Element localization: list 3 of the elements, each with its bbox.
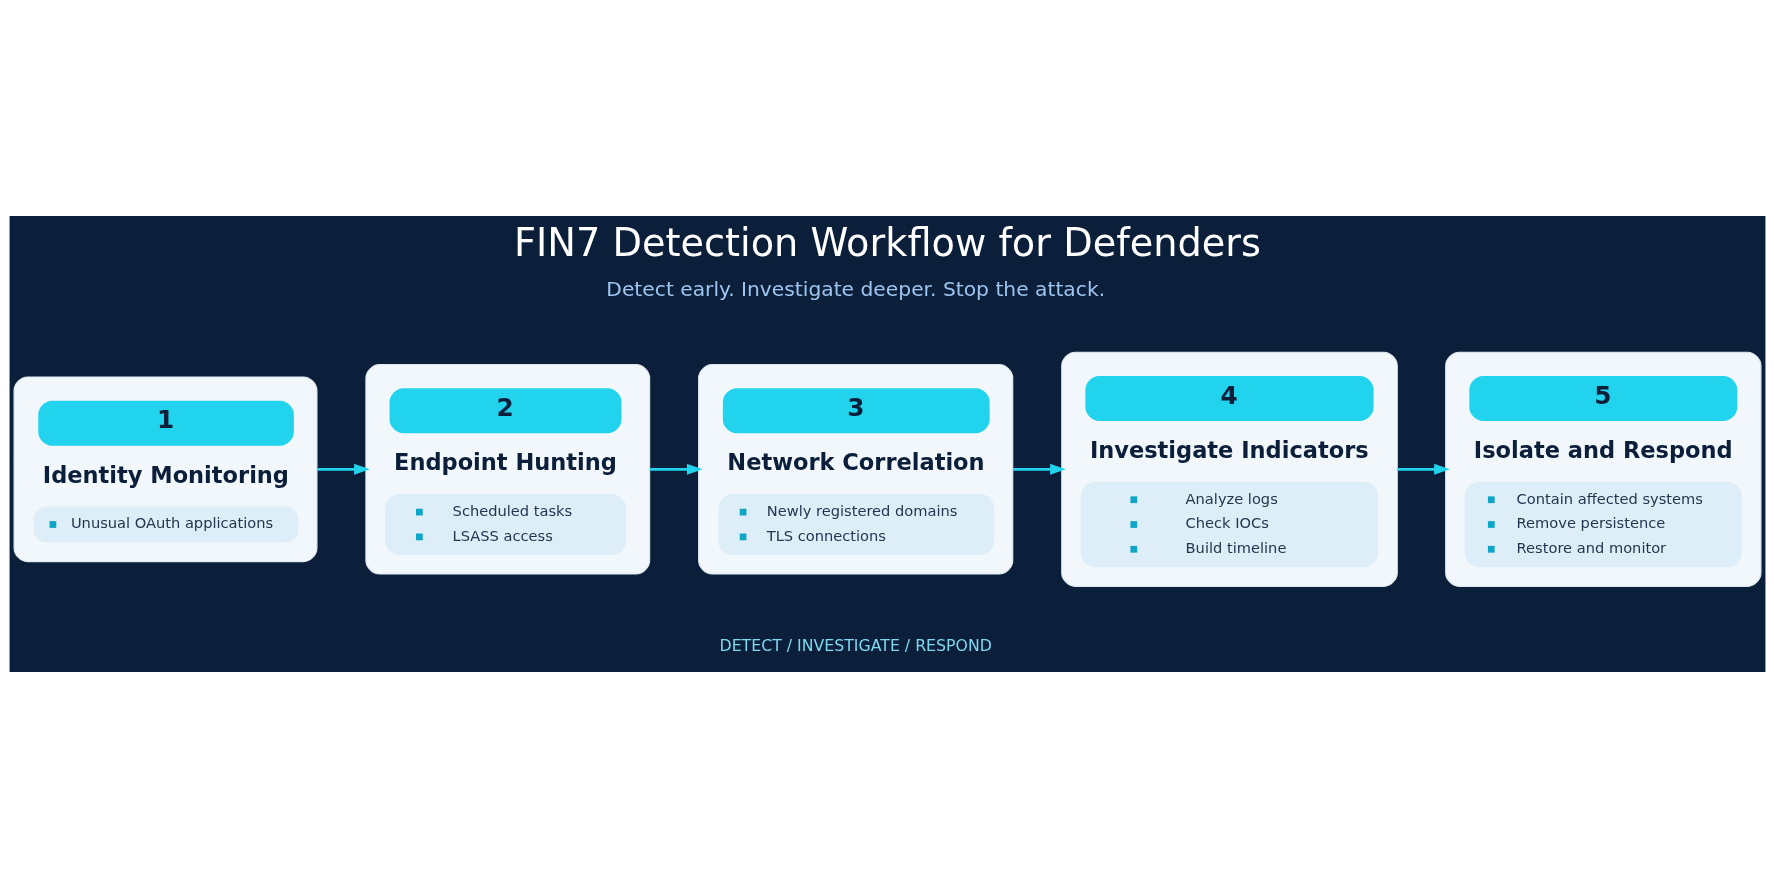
diagram-title: FIN7 Detection Workflow for Defenders — [513, 219, 1261, 265]
label: DETECT / INVESTIGATE / RESPOND — [719, 635, 992, 655]
label: Detect early. Investigate deeper. Stop the attack. — [605, 276, 1105, 301]
